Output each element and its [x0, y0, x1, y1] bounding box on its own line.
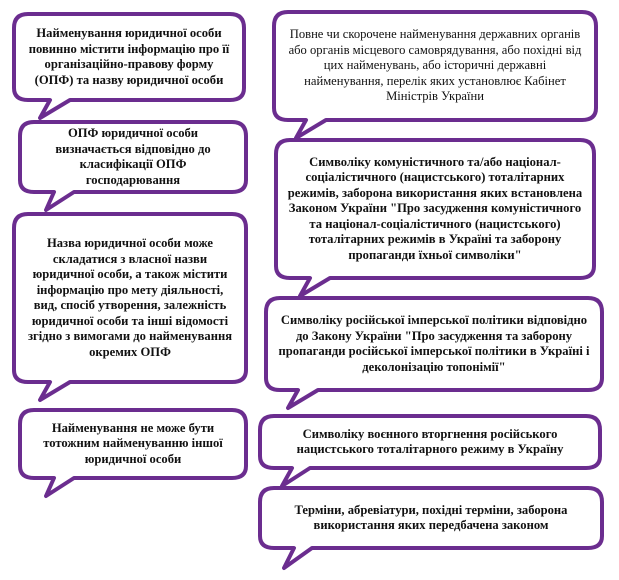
bubble-not-identical: Найменування не може бути тотожним найме…	[28, 413, 238, 475]
bubble-name-composition: Назва юридичної особи може складатися з …	[22, 217, 238, 379]
bubble-state-bodies: Повне чи скорочене найменування державни…	[280, 16, 590, 116]
bubble-legal-form: ОПФ юридичної особи визначається відпові…	[28, 125, 238, 189]
bubble-imperial-symbols: Символіку російської імперської політики…	[272, 302, 596, 386]
bubble-text: Назва юридичної особи може складатися з …	[27, 236, 233, 359]
bubble-text: Повне чи скорочене найменування державни…	[288, 27, 582, 104]
speech-bubble-shape	[264, 296, 604, 410]
speech-bubble-shape	[272, 10, 598, 140]
bubble-banned-terms: Терміни, абревіатури, похідні терміни, з…	[266, 491, 596, 545]
speech-bubble-shape	[258, 414, 602, 488]
bubble-text: Терміни, абревіатури, похідні терміни, з…	[294, 502, 568, 533]
speech-bubble-shape	[18, 120, 248, 212]
speech-bubble-shape	[12, 12, 246, 120]
bubble-text: ОПФ юридичної особи визначається відпові…	[55, 126, 211, 187]
bubble-text: Найменування не може бути тотожним найме…	[43, 420, 223, 466]
speech-bubble-shape	[258, 486, 604, 570]
bubble-name-requirement: Найменування юридичної особи повинно міс…	[22, 17, 236, 97]
bubble-text: Символіку російської імперської політики…	[278, 313, 590, 374]
speech-bubble-shape	[18, 408, 248, 498]
bubble-invasion-symbols: Символіку воєнного вторгнення російськог…	[266, 419, 594, 465]
bubble-text: Символіку воєнного вторгнення російськог…	[296, 426, 564, 457]
bubble-communist-symbols: Символіку комуністичного та/або націонал…	[282, 144, 588, 274]
bubble-text: Найменування юридичної особи повинно міс…	[28, 26, 230, 87]
speech-bubble-shape	[12, 212, 248, 402]
speech-bubble-shape	[274, 138, 596, 298]
bubble-text: Символіку комуністичного та/або націонал…	[287, 154, 583, 262]
